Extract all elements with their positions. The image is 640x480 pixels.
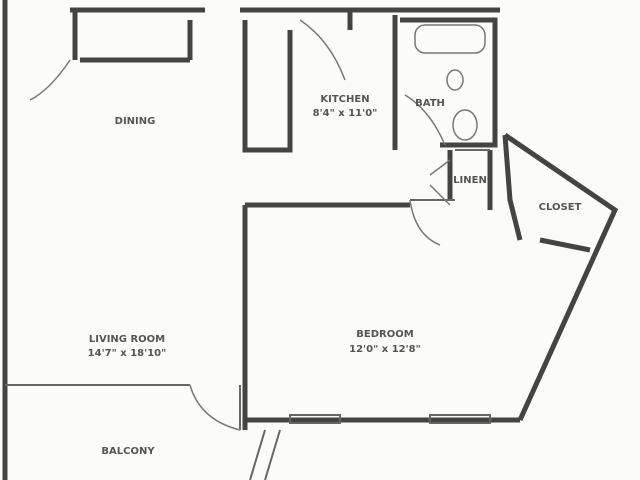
linen-label: LINEN: [453, 175, 487, 186]
bedroom-size: 12'0" x 12'8": [349, 344, 421, 355]
walls: [2, 0, 619, 480]
living-room-size: 14'7" x 18'10": [88, 348, 167, 359]
dining-label: DINING: [115, 116, 156, 127]
room-labels: DINING KITCHEN 8'4" x 11'0" BATH LINEN C…: [88, 94, 582, 457]
doors: [29, 19, 486, 431]
balcony-label: BALCONY: [101, 446, 155, 457]
bath-label: BATH: [415, 98, 445, 109]
kitchen-size: 8'4" x 11'0": [313, 108, 378, 119]
kitchen-label: KITCHEN: [320, 94, 369, 105]
living-room-label: LIVING ROOM: [89, 334, 165, 345]
bedroom-label: BEDROOM: [356, 329, 413, 340]
closet-label: CLOSET: [539, 202, 582, 213]
